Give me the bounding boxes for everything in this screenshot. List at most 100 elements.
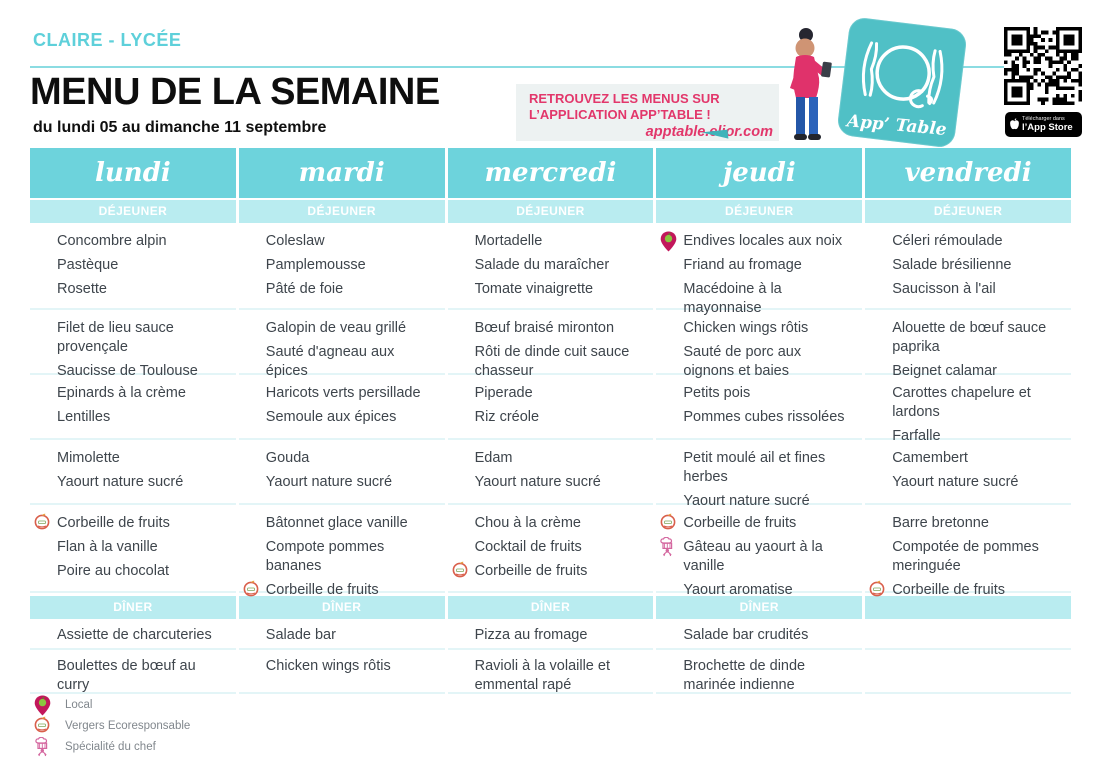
menu-item: Compote pommes bananes [265,538,385,574]
lunch-band-lundi: DÉJEUNER [30,200,236,223]
day-header-vendredi: vendredi [865,148,1071,198]
menu-item: Gouda [265,450,310,466]
menu-item: Corbeille de fruits [869,580,1063,600]
app-store-badge[interactable]: Télécharger dans l’App Store [1005,112,1082,137]
chef-specialty-icon [660,536,679,557]
legend-row-local: Local [33,694,190,715]
vergers-ecoresponsable-icon [33,716,51,736]
cell-vendredi-dinner2 [865,650,1071,694]
menu-item: Camembert [892,450,968,466]
menu-item: Semoule aux épices [265,408,397,425]
lunch-band-vendredi: DÉJEUNER [865,200,1071,223]
dinner-band-mardi: DÎNER [238,593,445,619]
plate-and-cutlery-icon [861,41,944,109]
vergers-ecoresponsable-icon [869,580,888,600]
vergers-ecoresponsable-icon [452,561,471,581]
apple-logo-icon [1010,118,1019,130]
cell-lundi-dinner2: Boulettes de bœuf au curry [30,650,236,694]
menu-item: Assiette de charcuteries [57,627,212,643]
menu-item: Saucisson à l'ail [892,280,996,297]
site-name: CLAIRE - LYCÉE [33,30,182,50]
menu-item: Filet de lieu sauce provençale [57,320,174,355]
day-header-mercredi: mercredi [447,148,654,198]
person-with-phone-illustration [766,26,848,144]
menu-item: Pommes cubes rissolées [683,408,845,425]
menu-item: Pâté de foie [265,280,344,297]
menu-item: Bœuf braisé mironton [474,320,615,336]
menu-item: Epinards à la crème [57,385,186,401]
local-pin-icon [660,231,679,252]
menu-item: Saucisse de Toulouse [57,362,198,379]
day-header-lundi: lundi [30,148,236,198]
menu-item: Gâteau au yaourt à la vanille [660,536,854,576]
cell-vendredi-dinner1 [865,619,1071,650]
menu-item: Corbeille de fruits [243,580,437,600]
menu-item: Boulettes de bœuf au curry [57,658,196,693]
legend-row-vergers: Vergers Ecoresponsable [33,715,190,736]
menu-item: Pastèque [57,256,119,273]
menu-item: Beignet calamar [892,362,997,379]
menu-item: Sauté d'agneau aux épices [265,343,395,379]
header-divider [30,66,1071,68]
menu-item: Coleslaw [265,233,325,249]
menu-item: Yaourt nature sucré [57,473,184,490]
menu-item: Rôti de dinde cuit sauce chasseur [474,343,630,379]
menu-item: Pamplemousse [265,256,366,273]
dinner-band-vendredi [865,593,1071,619]
menu-item: Alouette de bœuf sauce paprika [892,320,1047,355]
menu-item: Rosette [57,280,107,297]
menu-item: Cocktail de fruits [474,538,582,555]
menu-item: Céleri rémoulade [892,233,1003,249]
menu-item: Edam [474,450,513,466]
local-pin-icon [33,695,51,715]
legend-label: Vergers Ecoresponsable [65,719,191,732]
menu-item: Poire au chocolat [57,562,170,579]
cell-lundi-dinner1: Assiette de charcuteries [30,619,236,650]
apptable-app-logo: App’ Table [836,16,968,149]
menu-item: Friand au fromage [683,256,802,273]
menu-item: Salade bar crudités [683,627,809,643]
day-header-jeudi: jeudi [656,148,863,198]
menu-item: Chicken wings rôtis [265,658,391,674]
menu-item: Yaourt aromatise [683,581,793,598]
lunch-band-mardi: DÉJEUNER [238,200,445,223]
menu-item: Corbeille de fruits [34,513,228,533]
store-badge-label: l’App Store [1022,122,1073,133]
menu-item: Yaourt nature sucré [474,473,601,490]
menu-item: Salade du maraîcher [474,256,610,273]
menu-item: Corbeille de fruits [660,513,854,533]
legend: Local Vergers Ecoresponsable Spécialité … [33,694,190,757]
menu-item: Mortadelle [474,233,543,249]
qr-code-icon [1004,27,1082,105]
day-header-mardi: mardi [238,148,445,198]
menu-item: Yaourt nature sucré [892,473,1019,490]
menu-item: Barre bretonne [892,515,989,531]
menu-item: Lentilles [57,408,111,425]
menu-item: Haricots verts persillade [265,385,421,401]
page-title: MENU DE LA SEMAINE [30,71,440,113]
dinner-band-mercredi: DÎNER [447,593,654,619]
promo-url-link[interactable]: apptable.elior.com [645,124,773,140]
menu-item: Piperade [474,385,533,401]
menu-item: Pizza au fromage [474,627,588,643]
menu-item: Corbeille de fruits [452,561,646,581]
menu-item: Flan à la vanille [57,538,158,555]
chef-specialty-icon [33,736,51,757]
menu-item: Mimolette [57,450,120,466]
